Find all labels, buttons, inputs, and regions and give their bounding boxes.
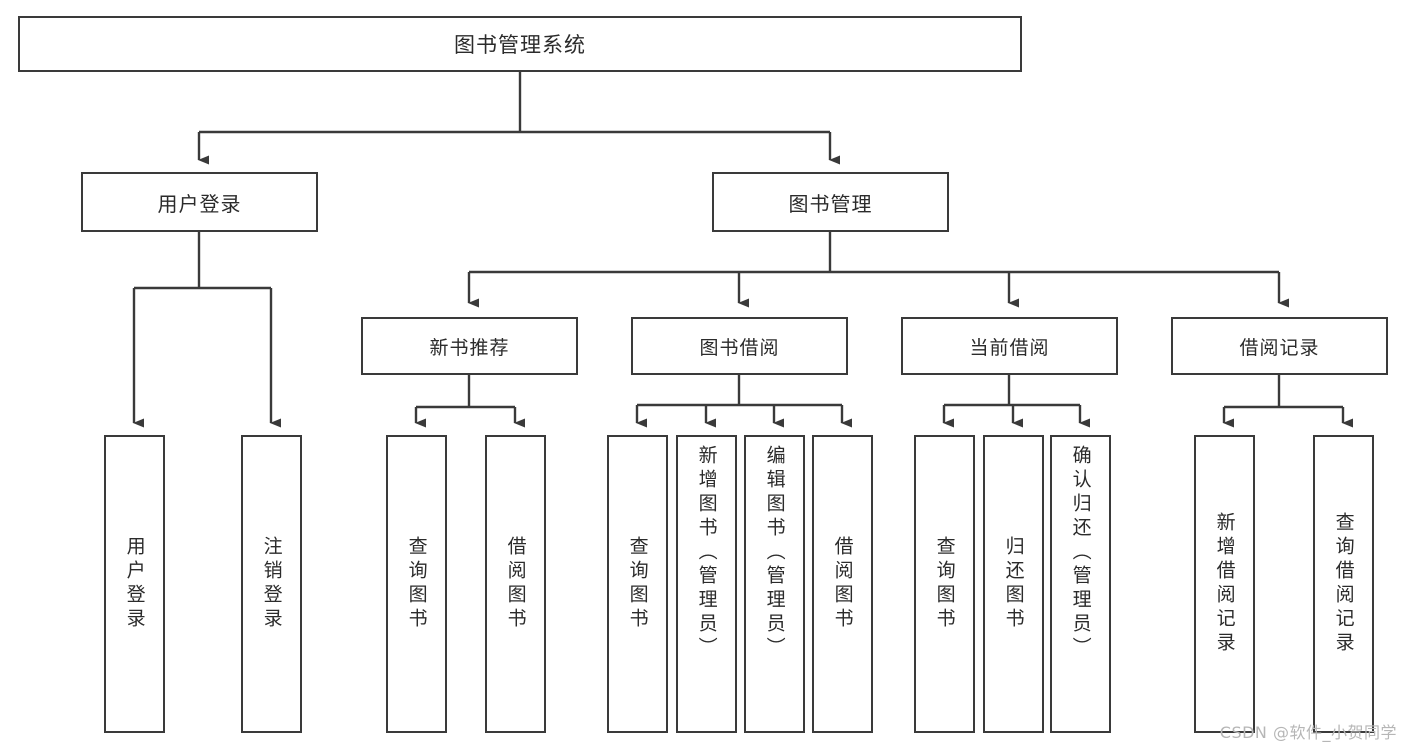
leaf-borrow-records-query-record[interactable]: 查询借阅记录	[1313, 435, 1374, 733]
leaf-current-borrow-confirm-return-label: 确认归还（管理员）	[1069, 445, 1092, 661]
leaf-new-book-borrow-book[interactable]: 借阅图书	[485, 435, 546, 733]
leaf-book-borrow-borrow-book[interactable]: 借阅图书	[812, 435, 873, 733]
node-current-borrow-label: 当前借阅	[969, 336, 1050, 359]
node-user-login[interactable]: 用户登录	[81, 172, 318, 232]
leaf-new-book-query-book-label: 查询图书	[405, 536, 428, 632]
node-root[interactable]: 图书管理系统	[18, 16, 1022, 72]
node-borrow-records-label: 借阅记录	[1239, 336, 1320, 359]
leaf-current-borrow-confirm-return[interactable]: 确认归还（管理员）	[1050, 435, 1111, 733]
watermark: CSDN @软件_小贺同学	[1219, 723, 1397, 742]
node-user-login-label: 用户登录	[157, 191, 242, 216]
leaf-new-book-query-book[interactable]: 查询图书	[386, 435, 447, 733]
leaf-current-borrow-return-book-label: 归还图书	[1002, 536, 1025, 632]
leaf-book-borrow-edit-book-label: 编辑图书（管理员）	[763, 445, 786, 661]
leaf-book-borrow-edit-book[interactable]: 编辑图书（管理员）	[744, 435, 805, 733]
leaf-book-borrow-borrow-book-label: 借阅图书	[831, 536, 854, 632]
leaf-user-login-logout[interactable]: 注销登录	[241, 435, 302, 733]
leaf-book-borrow-add-book-label: 新增图书（管理员）	[695, 445, 718, 661]
node-new-book-recommend[interactable]: 新书推荐	[361, 317, 578, 375]
leaf-borrow-records-add-record-label: 新增借阅记录	[1213, 512, 1236, 656]
leaf-current-borrow-query-book-label: 查询图书	[933, 536, 956, 632]
leaf-book-borrow-query-book[interactable]: 查询图书	[607, 435, 668, 733]
node-book-management[interactable]: 图书管理	[712, 172, 949, 232]
node-borrow-records[interactable]: 借阅记录	[1171, 317, 1388, 375]
leaf-book-borrow-add-book[interactable]: 新增图书（管理员）	[676, 435, 737, 733]
leaf-current-borrow-query-book[interactable]: 查询图书	[914, 435, 975, 733]
node-current-borrow[interactable]: 当前借阅	[901, 317, 1118, 375]
node-book-borrow-label: 图书借阅	[699, 336, 780, 359]
leaf-user-login-logout-label: 注销登录	[260, 536, 283, 632]
leaf-current-borrow-return-book[interactable]: 归还图书	[983, 435, 1044, 733]
leaf-borrow-records-query-record-label: 查询借阅记录	[1332, 512, 1355, 656]
node-book-management-label: 图书管理	[788, 191, 873, 216]
leaf-user-login-login[interactable]: 用户登录	[104, 435, 165, 733]
leaf-borrow-records-add-record[interactable]: 新增借阅记录	[1194, 435, 1255, 733]
leaf-user-login-login-label: 用户登录	[123, 536, 146, 632]
node-book-borrow[interactable]: 图书借阅	[631, 317, 848, 375]
leaf-book-borrow-query-book-label: 查询图书	[626, 536, 649, 632]
node-new-book-recommend-label: 新书推荐	[429, 336, 510, 359]
leaf-new-book-borrow-book-label: 借阅图书	[504, 536, 527, 632]
node-root-label: 图书管理系统	[454, 33, 586, 57]
